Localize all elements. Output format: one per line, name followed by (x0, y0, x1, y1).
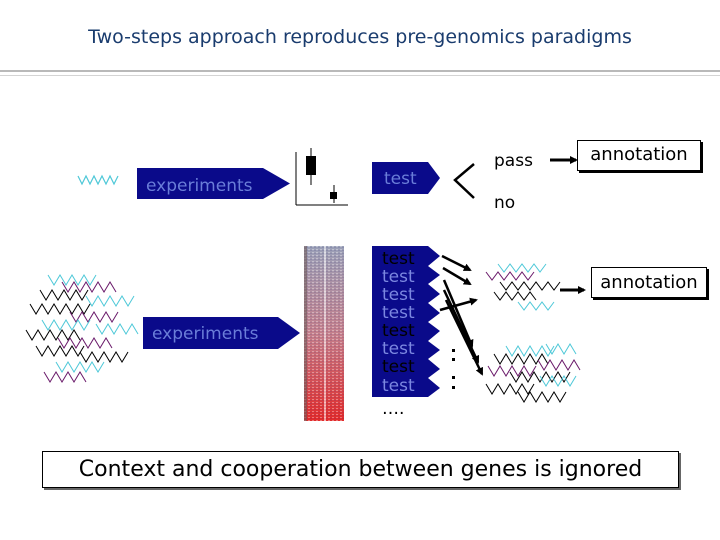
test-label-4: test (382, 303, 415, 323)
test-label-8: test (382, 376, 415, 396)
test-label-2: test (382, 267, 415, 287)
expression-heatmap (304, 246, 344, 421)
test-ellipsis: …. (382, 399, 404, 419)
pass-label: pass (494, 151, 533, 171)
failing-gene-waves (485, 343, 581, 403)
experiments-arrow-top (137, 168, 290, 199)
no-label: no (494, 193, 515, 213)
vertical-ellipsis (452, 349, 455, 389)
test-column-arrowheads (428, 246, 440, 397)
test-label-1: test (382, 249, 415, 269)
boxplot-box-1 (306, 156, 316, 175)
test-label-5: test (382, 321, 415, 341)
conclusion-box: Context and cooperation between genes is… (42, 451, 679, 488)
annotation-box-top: annotation (577, 140, 701, 171)
title-divider (0, 70, 720, 72)
experiments-label-top: experiments (146, 176, 253, 196)
test-label-stack: test test test test test test test test (382, 249, 415, 396)
fanout-arrows (439, 254, 484, 376)
boxplot-box-2 (330, 192, 337, 199)
test-column-block (372, 246, 428, 397)
annotation-box-bottom: annotation (591, 267, 707, 298)
experiments-label-bottom: experiments (152, 324, 259, 344)
test-label-top: test (384, 169, 417, 189)
single-gene-wave (77, 174, 119, 186)
experiments-arrow-bottom (143, 317, 300, 349)
test-label-3: test (382, 285, 415, 305)
slide-title: Two-steps approach reproduces pre-genomi… (88, 26, 632, 48)
test-label-7: test (382, 357, 415, 377)
decision-fork (453, 163, 475, 199)
passing-gene-waves (485, 263, 561, 311)
test-label-6: test (382, 339, 415, 359)
test-arrow-top (372, 162, 440, 194)
title-divider-thin (0, 75, 720, 76)
gene-wave-cluster-left (25, 274, 139, 383)
